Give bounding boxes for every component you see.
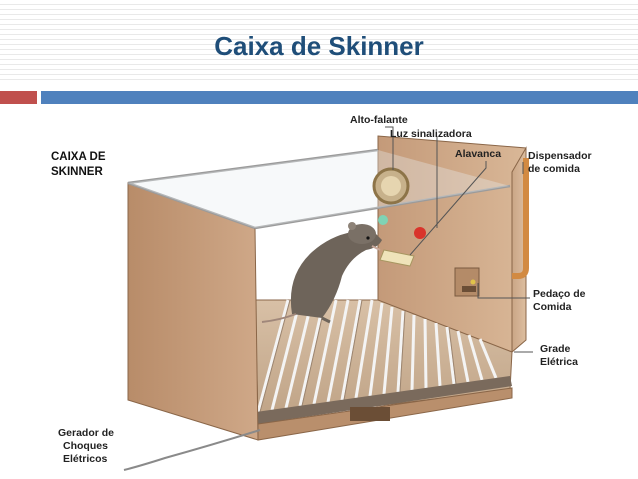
food-pellet-icon [470,279,476,285]
accent-bar-blue [41,91,638,104]
right-wall [511,146,527,354]
label-gerador-2: Choques [63,440,108,452]
label-gerador-1: Gerador de [58,427,114,439]
label-grade-1: Grade [540,343,571,355]
label-alto-falante: Alto-falante [350,114,408,126]
glass-top [127,148,511,230]
label-alavanca: Alavanca [455,148,501,160]
label-luz-sinalizadora: Luz sinalizadora [390,128,472,140]
label-dispensador-2: de comida [528,163,580,175]
food-dispenser-tube [512,158,529,279]
shock-cable [123,429,261,471]
glass-pane [128,150,510,228]
header-lines [0,0,638,82]
label-grade-2: Elétrica [540,356,578,368]
heading-line-2: SKINNER [51,166,103,178]
label-pedaco-2: Comida [533,301,572,313]
signal-light-red [414,227,426,239]
accent-bar-red [0,91,37,104]
signal-light-green [378,215,388,225]
tray-slot [350,407,390,421]
label-dispensador-1: Dispensador [528,150,592,162]
label-gerador-3: Elétricos [63,453,108,465]
lever-icon [379,249,415,267]
page-title: Caixa de Skinner [214,31,424,61]
grid-front-rail [256,376,512,424]
leader-lines [385,126,533,353]
skinner-box-diagram: CAIXA DE SKINNER Alto-falante Luz sinali… [51,114,592,471]
electric-grid [256,299,498,413]
heading-line-1: CAIXA DE [51,151,106,163]
rat-icon [261,222,382,324]
label-pedaco-1: Pedaço de [533,288,586,300]
